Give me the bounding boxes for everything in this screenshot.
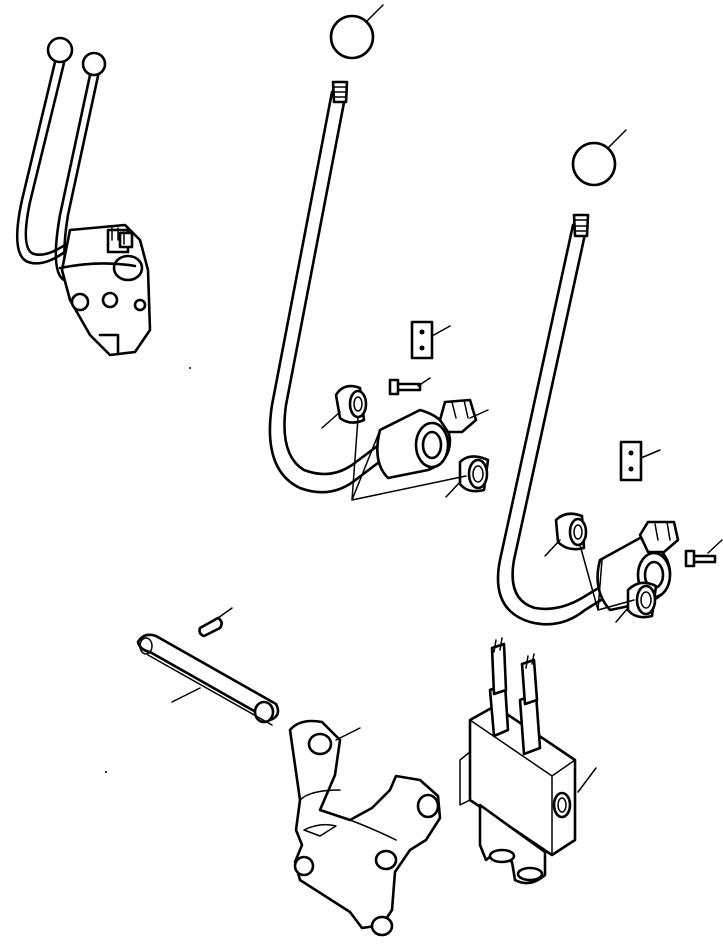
lever-knob-2	[571, 129, 627, 187]
lever-rod-1	[268, 80, 489, 494]
pivot-bushings	[321, 384, 658, 623]
mounting-bracket	[288, 719, 442, 937]
bolt-1	[388, 377, 431, 396]
roll-pin	[198, 607, 233, 638]
control-valve	[459, 637, 597, 885]
link-plate-2	[619, 440, 661, 482]
bolt-2	[684, 539, 723, 568]
link-plate-1	[410, 320, 451, 360]
pivot-pin	[136, 633, 280, 726]
lever-knob-1	[329, 4, 384, 60]
stray-marks	[105, 367, 191, 773]
lever-rod-2	[496, 213, 680, 626]
control-lever-assembly	[15, 36, 152, 357]
